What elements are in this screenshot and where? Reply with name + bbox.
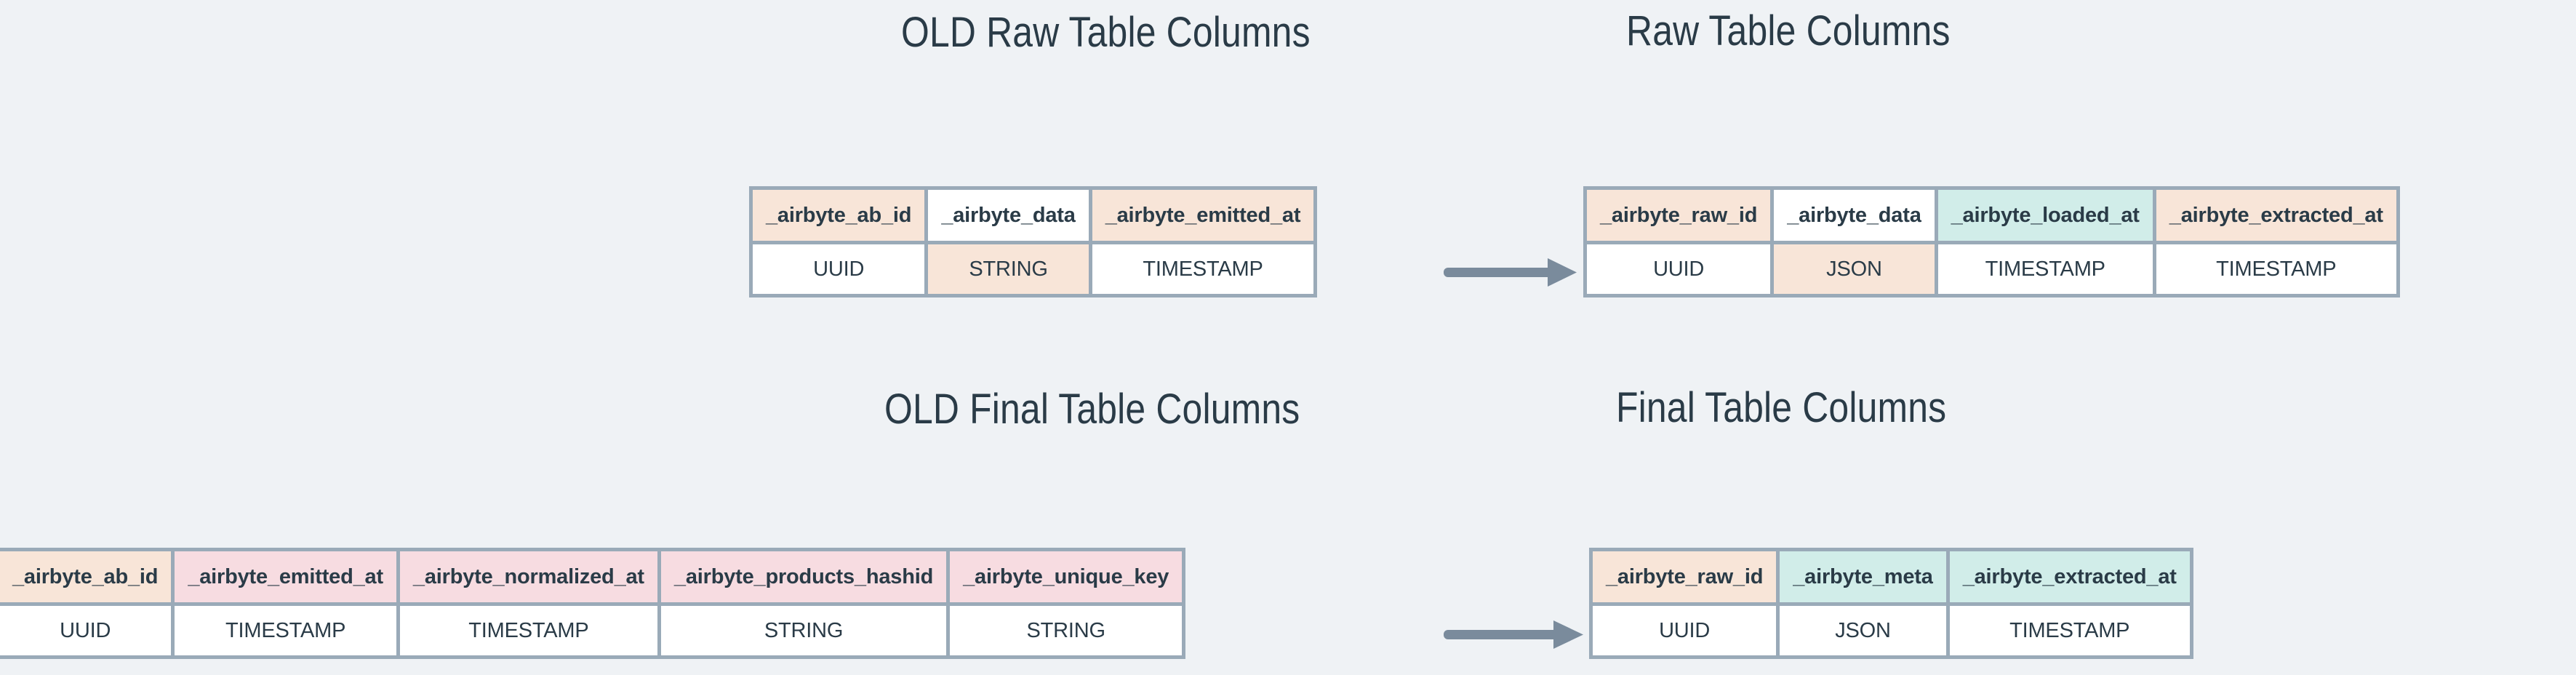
column-header-cell: _airbyte_extracted_at bbox=[2152, 186, 2400, 244]
column-header-cell: _airbyte_loaded_at bbox=[1934, 186, 2156, 244]
column-type-cell: TIMESTAMP bbox=[1934, 241, 2156, 297]
column-header-cell: _airbyte_emitted_at bbox=[171, 548, 400, 606]
column-type-cell: JSON bbox=[1770, 241, 1938, 297]
column-type-cell: TIMESTAMP bbox=[1945, 602, 2193, 659]
column-header-cell: _airbyte_meta bbox=[1776, 548, 1950, 606]
table-new-raw-columns: _airbyte_raw_id_airbyte_data_airbyte_loa… bbox=[1583, 186, 2400, 297]
column-header-cell: _airbyte_raw_id bbox=[1583, 186, 1775, 244]
column-type-cell: STRING bbox=[657, 602, 951, 659]
column-header-cell: _airbyte_data bbox=[924, 186, 1092, 244]
column-type-cell: JSON bbox=[1776, 602, 1950, 659]
title-new-raw-table: Raw Table Columns bbox=[1626, 7, 1951, 55]
title-old-final-table: OLD Final Table Columns bbox=[884, 386, 1300, 433]
column-type-cell: UUID bbox=[1588, 602, 1780, 659]
column-header-cell: _airbyte_raw_id bbox=[1588, 548, 1780, 606]
arrow-right-icon bbox=[1444, 258, 1577, 287]
column-type-cell: TIMESTAMP bbox=[396, 602, 661, 659]
arrow-old-final-to-new-final bbox=[1444, 613, 1589, 657]
table-old-final-columns: _airbyte_ab_id_airbyte_emitted_at_airbyt… bbox=[0, 548, 1186, 659]
column-type-cell: UUID bbox=[0, 602, 175, 659]
column-header-cell: _airbyte_unique_key bbox=[946, 548, 1186, 606]
column-type-cell: TIMESTAMP bbox=[2152, 241, 2400, 297]
column-header-cell: _airbyte_ab_id bbox=[748, 186, 929, 244]
column-header-cell: _airbyte_normalized_at bbox=[396, 548, 661, 606]
column-header-cell: _airbyte_products_hashid bbox=[657, 548, 951, 606]
table-header-row: _airbyte_ab_id_airbyte_emitted_at_airbyt… bbox=[0, 548, 1186, 606]
table-new-final-columns: _airbyte_raw_id_airbyte_meta_airbyte_ext… bbox=[1588, 548, 2193, 659]
table-header-row: _airbyte_raw_id_airbyte_data_airbyte_loa… bbox=[1583, 186, 2400, 244]
column-type-cell: UUID bbox=[1583, 241, 1775, 297]
column-type-cell: STRING bbox=[946, 602, 1186, 659]
column-type-cell: TIMESTAMP bbox=[171, 602, 400, 659]
column-type-cell: TIMESTAMP bbox=[1088, 241, 1318, 297]
column-header-cell: _airbyte_ab_id bbox=[0, 548, 175, 606]
table-old-raw-columns: _airbyte_ab_id_airbyte_data_airbyte_emit… bbox=[748, 186, 1318, 297]
table-header-row: _airbyte_raw_id_airbyte_meta_airbyte_ext… bbox=[1588, 548, 2193, 606]
column-type-cell: STRING bbox=[924, 241, 1092, 297]
column-header-cell: _airbyte_extracted_at bbox=[1945, 548, 2193, 606]
column-header-cell: _airbyte_data bbox=[1770, 186, 1938, 244]
title-new-final-table: Final Table Columns bbox=[1616, 384, 1947, 431]
arrow-right-icon bbox=[1444, 620, 1583, 649]
column-type-cell: UUID bbox=[748, 241, 929, 297]
title-old-raw-table: OLD Raw Table Columns bbox=[901, 9, 1311, 56]
table-header-row: _airbyte_ab_id_airbyte_data_airbyte_emit… bbox=[748, 186, 1318, 244]
column-header-cell: _airbyte_emitted_at bbox=[1088, 186, 1318, 244]
arrow-old-raw-to-new-raw bbox=[1444, 251, 1582, 295]
